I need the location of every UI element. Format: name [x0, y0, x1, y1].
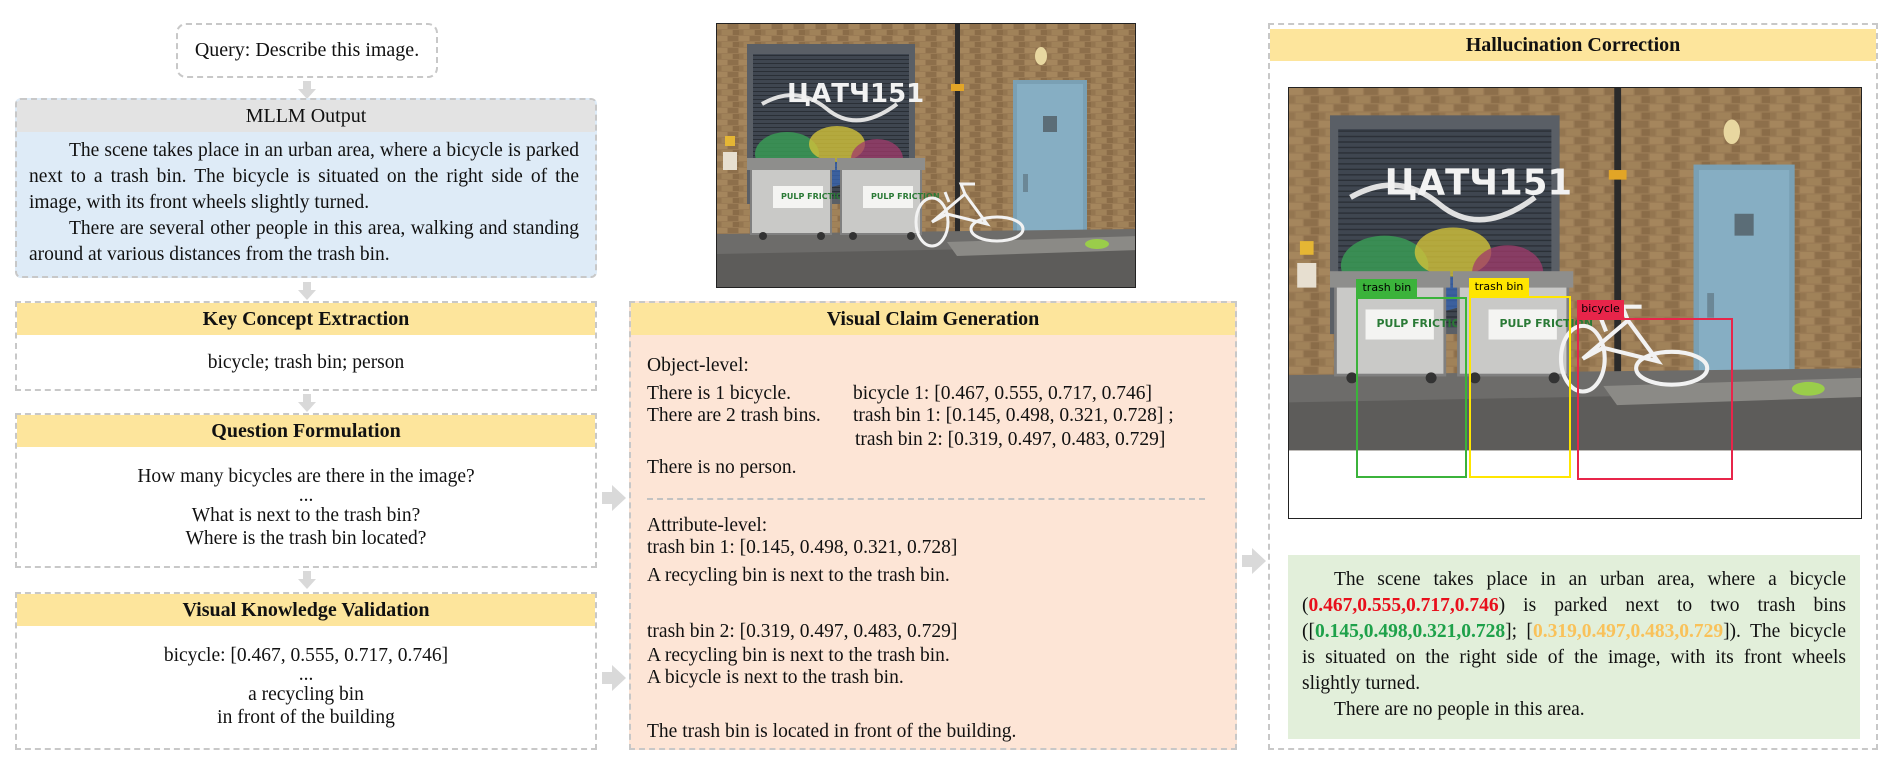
claim-box: trash bin 2: [0.319, 0.497, 0.483, 0.729…: [647, 621, 958, 642]
visual-claim-box: Visual Claim Generation Object-level: Th…: [629, 301, 1237, 750]
validation-line: a recycling bin: [248, 684, 364, 705]
trash-bin-2-box: [1468, 296, 1571, 478]
question-line: Where is the trash bin located?: [185, 528, 427, 549]
mllm-output-paragraph: The scene takes place in an urban area, …: [29, 140, 579, 213]
claim-sentence: A bicycle is next to the trash bin.: [647, 667, 904, 688]
arrow-right-icon: [602, 485, 626, 511]
trash-bin-1-box: [1356, 296, 1468, 478]
arrow-down-icon: [298, 81, 316, 99]
corrected-text: The scene takes place in an urban area, …: [1302, 569, 1846, 616]
claim-sentence: There is no person.: [647, 457, 797, 478]
bicycle-label: bicycle: [1577, 300, 1624, 319]
trash-bin-2-label: trash bin: [1468, 278, 1530, 297]
claim-box: trash bin 1: [0.145, 0.498, 0.321, 0.728…: [647, 537, 958, 558]
arrow-right-icon: [1242, 548, 1266, 574]
question-line: ...: [298, 485, 314, 506]
trash-bin-1-coords: 0.145,0.498,0.321,0.728: [1315, 621, 1506, 642]
question-line: How many bicycles are there in the image…: [137, 466, 475, 487]
key-concept-header: Key Concept Extraction: [17, 303, 595, 335]
mllm-output-paragraph: There are several other people in this a…: [29, 218, 579, 265]
corrected-text: ]; [: [1505, 621, 1533, 642]
arrow-down-icon: [298, 282, 316, 300]
validation-line: bicycle: [0.467, 0.555, 0.717, 0.746]: [163, 645, 449, 666]
object-level-label: Object-level:: [647, 355, 749, 376]
query-box: Query: Describe this image.: [176, 23, 438, 78]
corrected-text: ]). The bicycle is situated on the right…: [1302, 621, 1846, 694]
query-text: Query: Describe this image.: [194, 39, 420, 61]
question-formulation-header: Question Formulation: [17, 415, 595, 447]
trash-bin-2-coords: 0.319,0.497,0.483,0.729: [1532, 621, 1724, 642]
claim-box: trash bin 1: [0.145, 0.498, 0.321, 0.728…: [853, 405, 1174, 426]
claim-sentence: The trash bin is located in front of the…: [647, 721, 1017, 742]
bicycle-coords: 0.467,0.555,0.717,0.746: [1308, 595, 1499, 616]
mllm-output-box: MLLM Output The scene takes place in an …: [15, 98, 597, 278]
claim-box: bicycle 1: [0.467, 0.555, 0.717, 0.746]: [853, 383, 1152, 404]
section-divider: [647, 498, 1205, 500]
key-concept-box: Key Concept Extraction bicycle; trash bi…: [15, 301, 597, 391]
arrow-right-icon: [602, 665, 626, 691]
claim-sentence: There is 1 bicycle.: [647, 383, 792, 404]
visual-claim-header: Visual Claim Generation: [631, 303, 1235, 335]
validation-header: Visual Knowledge Validation: [17, 594, 595, 626]
arrow-down-icon: [298, 394, 316, 412]
validation-line: ...: [298, 664, 314, 685]
annotated-photo: trash bin trash bin bicycle: [1288, 87, 1862, 519]
claim-sentence: A recycling bin is next to the trash bin…: [647, 565, 950, 586]
question-line: What is next to the trash bin?: [191, 505, 421, 526]
corrected-paragraph: There are no people in this area.: [1334, 699, 1585, 720]
correction-box: Hallucination Correction trash bin trash…: [1268, 23, 1878, 750]
corrected-output-box: The scene takes place in an urban area, …: [1288, 555, 1860, 739]
question-formulation-box: Question Formulation How many bicycles a…: [15, 413, 597, 568]
claim-box: trash bin 2: [0.319, 0.497, 0.483, 0.729…: [855, 429, 1166, 450]
corrected-text: ) is parked next to two trash bins ([: [1302, 595, 1846, 642]
arrow-down-icon: [298, 571, 316, 589]
bicycle-box: [1577, 318, 1733, 481]
validation-box: Visual Knowledge Validation bicycle: [0.…: [15, 592, 597, 750]
corrected-paragraph: The scene takes place in an urban area, …: [1302, 567, 1846, 697]
mllm-output-header: MLLM Output: [17, 100, 595, 132]
claim-sentence: A recycling bin is next to the trash bin…: [647, 645, 950, 666]
trash-bin-1-label: trash bin: [1356, 278, 1418, 297]
correction-header: Hallucination Correction: [1270, 29, 1876, 61]
validation-line: in front of the building: [217, 707, 395, 728]
input-photo: [716, 23, 1136, 288]
attribute-level-label: Attribute-level:: [647, 515, 768, 536]
claim-sentence: There are 2 trash bins.: [647, 405, 821, 426]
key-concept-text: bicycle; trash bin; person: [207, 352, 405, 373]
